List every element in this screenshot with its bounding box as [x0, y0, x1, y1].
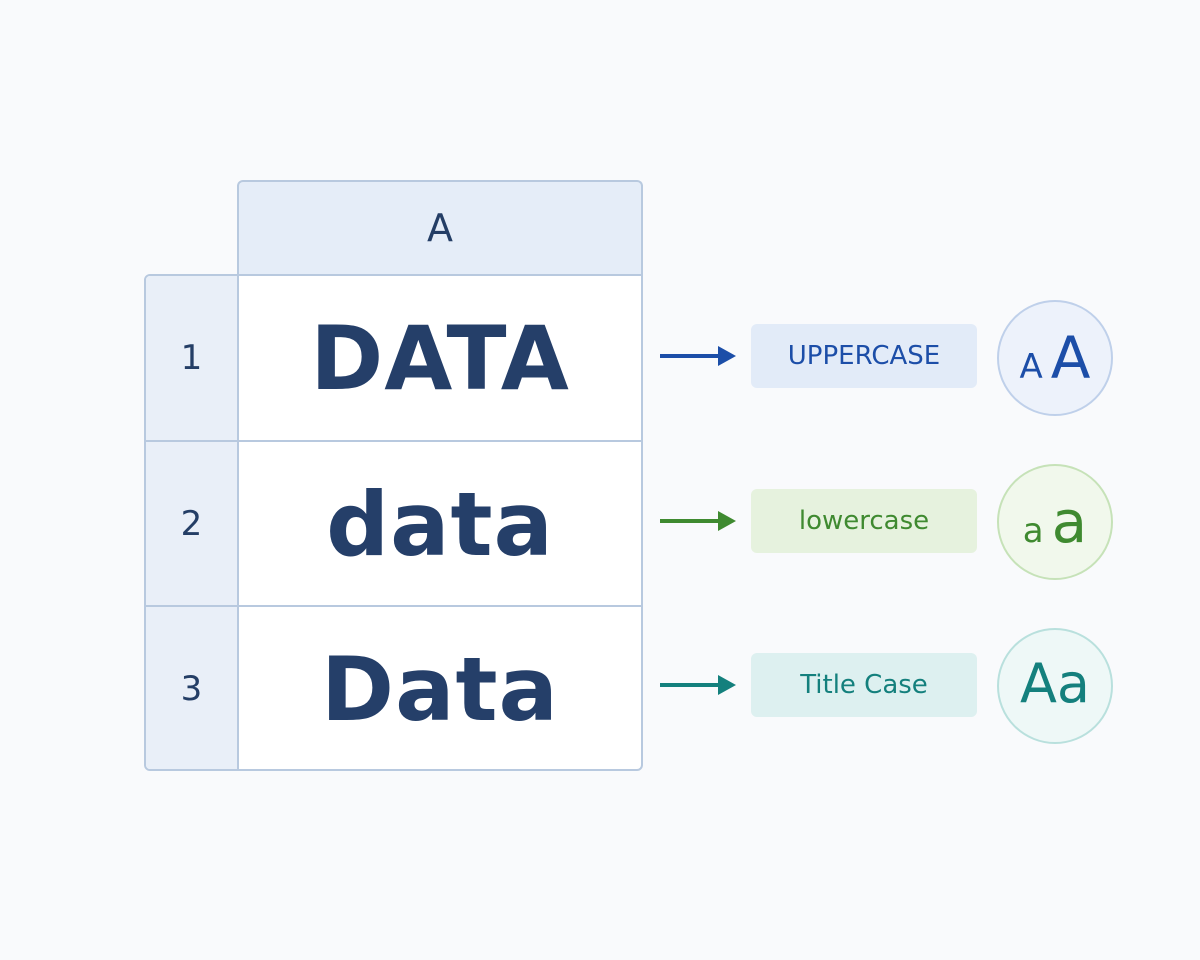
title-case-glyph-icon: Aa: [997, 628, 1113, 744]
glyph-big: a: [1051, 488, 1088, 556]
glyph-small: A: [1019, 347, 1043, 387]
lowercase-glyph-icon: a a: [997, 464, 1113, 580]
spreadsheet-row: 1 DATA: [146, 276, 641, 440]
lowercase-tag: lowercase: [751, 489, 977, 553]
uppercase-glyph-icon: A A: [997, 300, 1113, 416]
glyph-big: A: [1050, 324, 1091, 392]
spreadsheet-grid: 1 DATA 2 data 3 Data: [144, 274, 643, 771]
title-case-label: Title Case: [800, 670, 928, 700]
lowercase-label: lowercase: [798, 506, 930, 536]
spreadsheet-row: 2 data: [146, 440, 641, 606]
row-number: 3: [146, 607, 239, 769]
glyph-title: Aa: [1019, 652, 1091, 715]
cell-a3: Data: [321, 637, 559, 741]
column-header-a: A: [237, 180, 643, 274]
arrow-right-icon: [660, 346, 736, 366]
arrow-right-icon: [660, 511, 736, 531]
glyph-small: a: [1022, 511, 1044, 551]
uppercase-label: UPPERCASE: [787, 341, 941, 371]
cell-a1: DATA: [310, 306, 570, 410]
row-number: 2: [146, 442, 239, 606]
cell-a2: data: [326, 472, 554, 576]
arrow-right-icon: [660, 675, 736, 695]
uppercase-tag: UPPERCASE: [751, 324, 977, 388]
row-number: 1: [146, 276, 239, 440]
title-case-tag: Title Case: [751, 653, 977, 717]
column-header-label: A: [427, 206, 453, 250]
spreadsheet-row: 3 Data: [146, 605, 641, 769]
